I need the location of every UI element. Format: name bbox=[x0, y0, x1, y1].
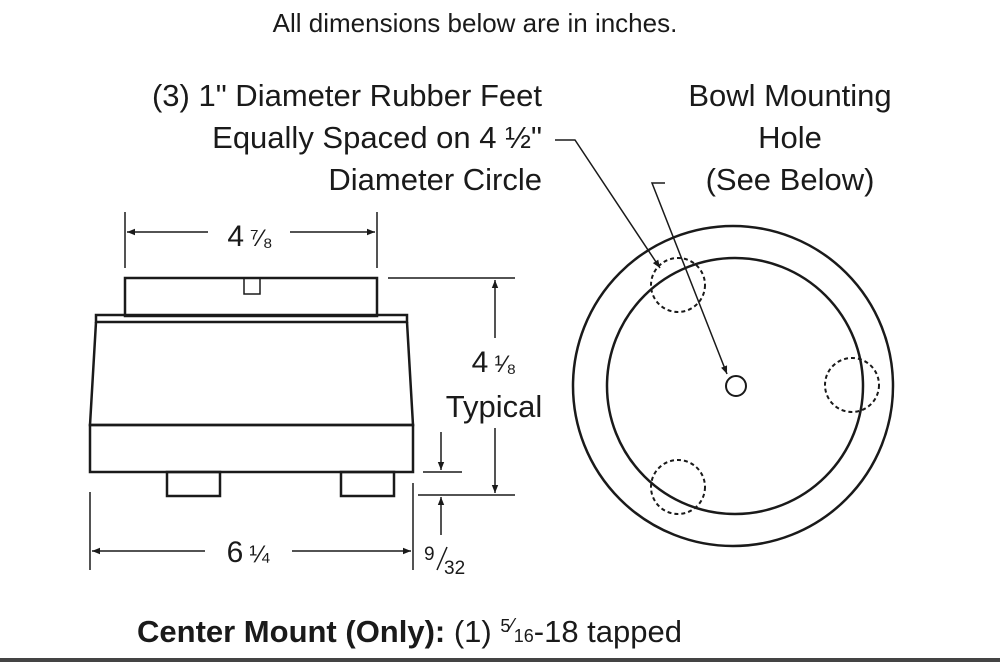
feet-label-line3: Diameter Circle bbox=[328, 162, 542, 197]
rubber-foot-position bbox=[650, 459, 706, 515]
feet-label-line2: Equally Spaced on 4 ½" bbox=[212, 120, 542, 155]
foot-height-dimension: 9 32 bbox=[424, 544, 465, 579]
dimension-lines bbox=[89, 212, 515, 570]
svg-text:9: 9 bbox=[424, 544, 435, 565]
inner-circle bbox=[605, 256, 865, 516]
feet-callout: (3) 1" Diameter Rubber Feet Equally Spac… bbox=[152, 78, 542, 197]
hole-label-line1: Bowl Mounting bbox=[688, 78, 891, 113]
feet-label-line1: (3) 1" Diameter Rubber Feet bbox=[152, 78, 542, 113]
outer-rim bbox=[571, 224, 895, 548]
units-note: All dimensions below are in inches. bbox=[273, 8, 678, 38]
cap-notch bbox=[243, 277, 261, 295]
center-mount-note: Center Mount (Only): (1) 5⁄16-18 tapped bbox=[137, 614, 682, 649]
mounting-hole bbox=[725, 375, 747, 397]
rubber-foot-right bbox=[339, 470, 396, 498]
bottom-view bbox=[571, 224, 895, 548]
top-cap bbox=[123, 276, 379, 318]
side-view bbox=[88, 276, 415, 498]
hole-callout: Bowl Mounting Hole (See Below) bbox=[688, 78, 891, 197]
hole-label-line3: (See Below) bbox=[706, 162, 875, 197]
bottom-band bbox=[88, 423, 415, 474]
rubber-foot-left bbox=[165, 470, 222, 498]
height-note: Typical bbox=[446, 389, 542, 424]
svg-text:32: 32 bbox=[444, 558, 465, 579]
tapered-body bbox=[88, 321, 415, 427]
rubber-foot-position bbox=[824, 357, 880, 413]
hole-label-line2: Hole bbox=[758, 120, 822, 155]
top-band bbox=[94, 313, 409, 324]
rubber-foot-position bbox=[650, 257, 706, 313]
leader-lines bbox=[555, 139, 728, 375]
